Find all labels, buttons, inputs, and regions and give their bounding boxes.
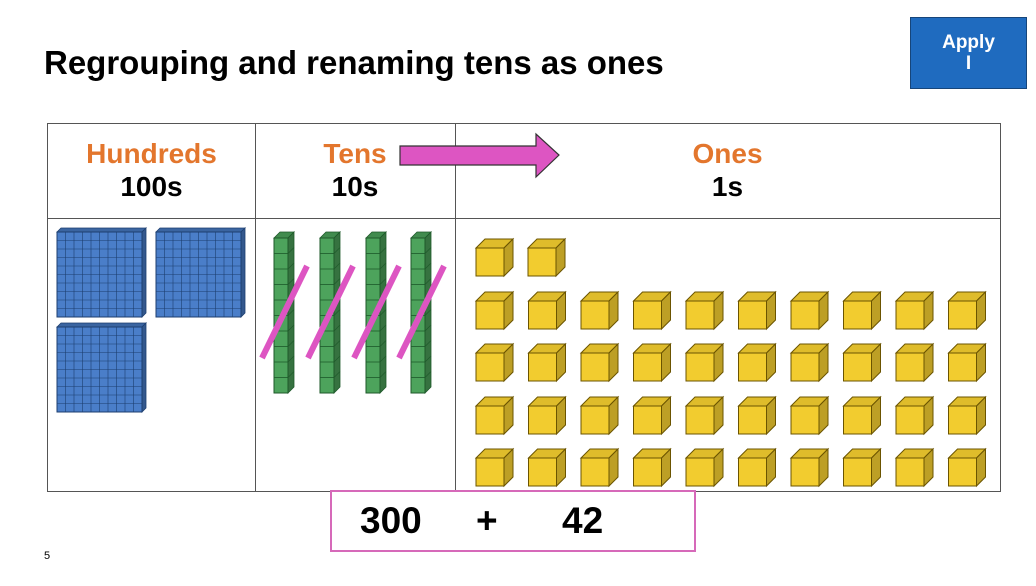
one-cube-block	[474, 342, 515, 383]
page-number: 5	[44, 550, 51, 562]
one-cube-block	[684, 342, 725, 383]
one-cube-block	[684, 290, 725, 331]
one-cube-block	[474, 447, 515, 488]
strike-mark	[305, 264, 356, 360]
apply-button[interactable]: Apply I	[910, 17, 1027, 89]
one-cube-block	[579, 395, 620, 436]
one-cube-block	[737, 447, 777, 488]
one-cube-block	[894, 395, 935, 436]
one-cube-block	[842, 290, 882, 331]
one-cube-block	[842, 342, 882, 383]
strike-mark	[259, 264, 310, 360]
one-cube-block	[789, 342, 830, 383]
equation-ones-value: 42	[562, 500, 604, 541]
one-cube-block	[947, 290, 987, 331]
one-cube-block	[737, 342, 777, 383]
column-header-ones: Ones 1s	[455, 138, 1000, 204]
column-header-tens: Tens 10s	[255, 138, 455, 204]
one-cube-block	[684, 395, 725, 436]
strike-mark	[396, 264, 447, 360]
one-cube-block	[842, 395, 882, 436]
one-cube-block	[789, 395, 830, 436]
header-divider	[48, 218, 1000, 219]
one-cube-block	[632, 342, 672, 383]
column-divider	[455, 124, 456, 491]
hundred-flat-block	[56, 227, 147, 318]
one-cube-block	[527, 342, 567, 383]
column-divider	[255, 124, 256, 491]
column-name-hundreds: Hundreds	[86, 138, 217, 169]
ten-rod-block	[319, 231, 341, 394]
one-cube-block	[737, 290, 777, 331]
apply-button-label-line1: Apply	[942, 32, 995, 53]
one-cube-block	[632, 447, 672, 488]
one-cube-block	[894, 290, 935, 331]
one-cube-block	[474, 395, 515, 436]
column-name-ones: Ones	[692, 138, 763, 169]
regroup-arrow-icon	[399, 132, 560, 179]
one-cube-block	[579, 290, 620, 331]
equation-plus-sign: +	[476, 500, 498, 541]
one-cube-block	[527, 395, 567, 436]
one-cube-block	[947, 395, 987, 436]
hundred-flat-block	[155, 227, 246, 318]
one-cube-block	[947, 342, 987, 383]
equation-hundreds-value: 300	[360, 500, 422, 541]
one-cube-block	[579, 342, 620, 383]
one-cube-block	[684, 447, 725, 488]
column-value-tens: 10s	[331, 171, 379, 202]
equation-box: 300 + 42	[330, 490, 696, 552]
one-cube-block	[527, 290, 567, 331]
one-cube-block	[894, 342, 935, 383]
one-cube-block	[632, 395, 672, 436]
one-cube-block	[474, 290, 515, 331]
one-cube-block	[894, 447, 935, 488]
one-cube-block	[579, 447, 620, 488]
one-cube-block	[789, 447, 830, 488]
one-cube-block	[526, 237, 567, 278]
one-cube-block	[527, 447, 567, 488]
one-cube-block	[947, 447, 987, 488]
one-cube-block	[737, 395, 777, 436]
one-cube-block	[789, 290, 830, 331]
one-cube-block	[474, 237, 515, 278]
strike-mark	[351, 264, 402, 360]
column-value-hundreds: 100s	[120, 171, 183, 202]
column-value-ones: 1s	[711, 171, 744, 202]
apply-button-label-line2: I	[965, 53, 972, 74]
column-header-hundreds: Hundreds 100s	[48, 138, 255, 204]
hundred-flat-block	[56, 322, 147, 413]
slide-title: Regrouping and renaming tens as ones	[44, 44, 664, 81]
one-cube-block	[632, 290, 672, 331]
column-name-tens: Tens	[323, 138, 387, 169]
one-cube-block	[842, 447, 882, 488]
